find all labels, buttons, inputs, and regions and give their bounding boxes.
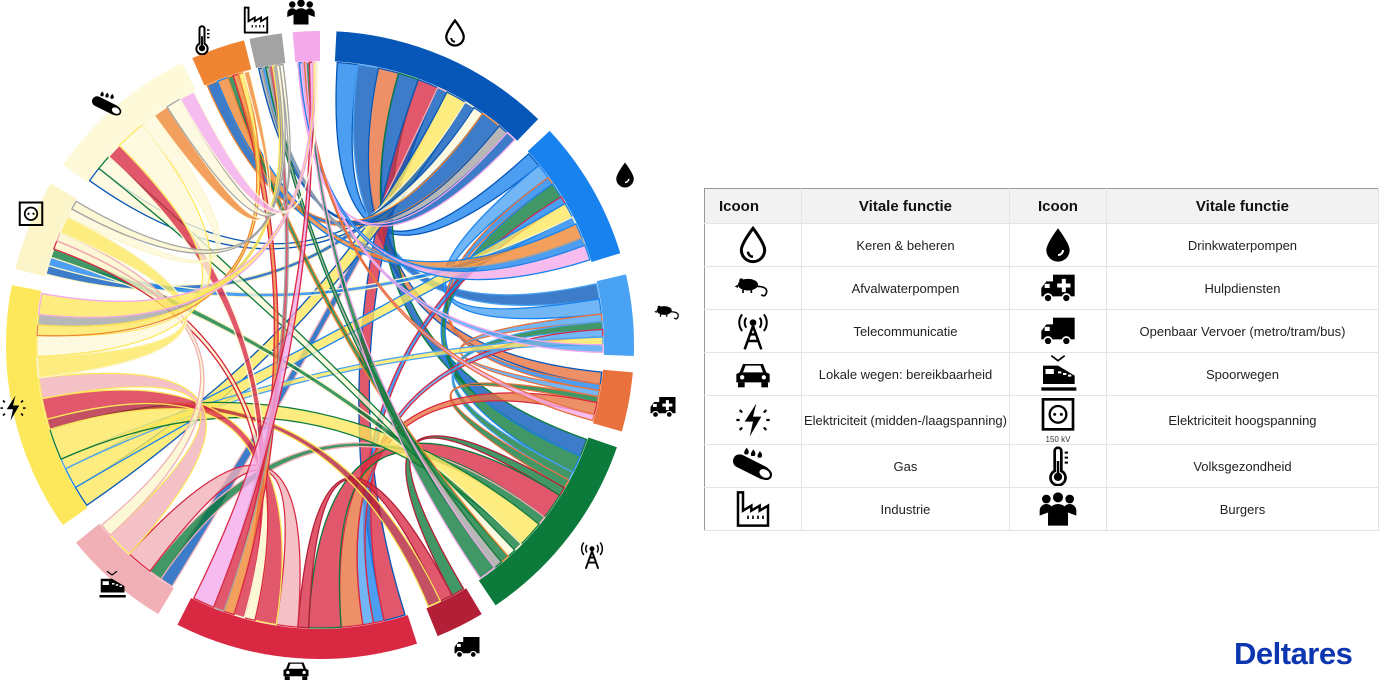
ribbon [192, 61, 314, 609]
legend-row: Afvalwaterpompen Hulpdiensten [704, 266, 1379, 310]
arc-lightning [5, 285, 88, 526]
legend-function-label: Afvalwaterpompen [801, 266, 1010, 310]
antenna-icon [577, 540, 607, 570]
header-icon: Icoon [1009, 188, 1107, 224]
rat-icon [704, 266, 802, 310]
arc-gas-pipe [62, 62, 196, 183]
truck-icon [452, 632, 482, 662]
drop-filled-icon [1009, 223, 1107, 267]
ribbon [303, 61, 596, 422]
ribbon [302, 61, 604, 354]
ribbon [37, 61, 317, 318]
arc-car [177, 598, 418, 660]
header-function: Vitale functie [801, 188, 1010, 224]
arc-people [292, 31, 320, 63]
legend-function-label: Elektriciteit (midden-/laagspanning) [801, 395, 1010, 445]
ribbon [297, 476, 454, 629]
drop-outline-icon [440, 18, 470, 48]
gas-pipe-icon [92, 90, 122, 120]
legend-row: Elektriciteit (midden-/laagspanning) 150 … [704, 395, 1379, 445]
ribbon [38, 372, 208, 556]
arc-ambulance [592, 369, 633, 432]
rat-icon [653, 298, 683, 328]
arc-thermometer [192, 40, 252, 86]
legend-function-label: Elektriciteit hoogspanning [1106, 395, 1379, 445]
arc-antenna [478, 437, 617, 606]
legend-table: Icoon Vitale functie Icoon Vitale functi… [704, 188, 1379, 531]
car-icon [704, 352, 802, 396]
gas-pipe-icon [704, 444, 802, 488]
legend-function-label: Drinkwaterpompen [1106, 223, 1379, 267]
legend-function-label: Gas [801, 444, 1010, 488]
ribbon [70, 64, 286, 255]
drop-filled-icon [610, 160, 640, 190]
deltares-logo: Deltares [1234, 636, 1353, 671]
socket-icon: 150 kV [1009, 395, 1107, 445]
ribbon [405, 435, 566, 597]
train-icon [1009, 352, 1107, 396]
chord-diagram [5, 31, 634, 660]
drop-outline-icon [704, 223, 802, 267]
antenna-icon [704, 309, 802, 353]
thermometer-icon [1009, 444, 1107, 488]
ambulance-icon [648, 392, 678, 422]
truck-icon [1009, 309, 1107, 353]
ribbon [60, 336, 604, 470]
legend-function-label: Keren & beheren [801, 223, 1010, 267]
lightning-icon [704, 395, 802, 445]
socket-caption: 150 kV [1045, 435, 1071, 444]
socket-icon [16, 200, 46, 230]
ribbon [56, 231, 205, 537]
legend-function-label: Lokale wegen: bereikbaarheid [801, 352, 1010, 396]
car-icon [281, 655, 311, 685]
arc-drop-outline [334, 31, 539, 141]
legend-function-label: Hulpdiensten [1106, 266, 1379, 310]
arc-socket [15, 183, 77, 277]
legend-row: Lokale wegen: bereikbaarheid Spoorwegen [704, 352, 1379, 396]
legend-function-label: Openbaar Vervoer (metro/tram/bus) [1106, 309, 1379, 353]
thermometer-icon [187, 25, 217, 56]
header-icon: Icoon [704, 188, 802, 224]
legend-function-label: Telecommunicatie [801, 309, 1010, 353]
arc-factory [249, 33, 286, 69]
ribbon [128, 464, 301, 628]
legend-function-label: Industrie [801, 487, 1010, 531]
legend-row: Gas Volksgezondheid [704, 444, 1379, 488]
legend-function-label: Volksgezondheid [1106, 444, 1379, 488]
ribbon [179, 61, 319, 214]
arc-rat [596, 274, 634, 356]
legend-function-label: Burgers [1106, 487, 1379, 531]
arc-train [75, 523, 174, 615]
factory-icon [241, 5, 271, 35]
ribbon [339, 392, 598, 628]
lightning-icon [0, 393, 28, 423]
ribbon [36, 215, 188, 379]
ribbon [36, 123, 212, 358]
chord-arcs [5, 31, 634, 660]
ambulance-icon [1009, 266, 1107, 310]
factory-icon [704, 487, 802, 531]
legend-row: Telecommunicatie Openbaar Vervoer (metro/… [704, 309, 1379, 353]
ribbon [305, 61, 496, 580]
people-icon [1009, 487, 1107, 531]
train-icon [97, 570, 127, 600]
ribbon [335, 61, 540, 236]
ribbon [298, 61, 591, 281]
legend-header-row: Icoon Vitale functie Icoon Vitale functi… [704, 188, 1379, 224]
legend-function-label: Spoorwegen [1106, 352, 1379, 396]
arc-drop-filled [527, 130, 621, 262]
legend-row: Industrie Burgers [704, 487, 1379, 531]
ribbon [46, 401, 442, 608]
arc-truck [426, 588, 482, 637]
legend-row: Keren & beheren Drinkwaterpompen [704, 223, 1379, 267]
header-function: Vitale functie [1106, 188, 1379, 224]
ribbon [297, 62, 516, 227]
ribbon [66, 114, 221, 264]
people-icon [286, 0, 316, 27]
ribbon [449, 382, 600, 489]
chord-ribbons [36, 61, 604, 629]
